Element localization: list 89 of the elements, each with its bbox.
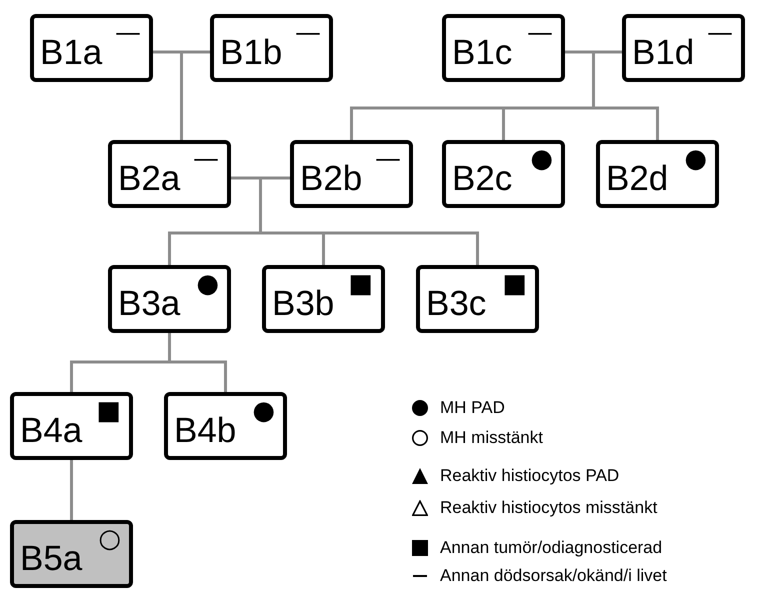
legend-text: MH misstänkt	[440, 428, 543, 448]
pedigree-line	[592, 106, 624, 110]
pedigree-line	[152, 50, 171, 54]
pedigree-line	[476, 232, 479, 266]
person-label: B1b	[220, 34, 282, 72]
pedigree-line	[288, 232, 325, 234]
pedigree-line	[70, 458, 73, 522]
status-symbol: —	[375, 144, 401, 174]
person-label: B4b	[174, 412, 236, 450]
pedigree-line	[259, 232, 292, 234]
pedigree-line	[168, 232, 183, 234]
pedigree-line	[208, 360, 227, 364]
pedigree-line	[70, 360, 73, 394]
status-symbol: ●	[196, 269, 219, 299]
person-box	[30, 14, 153, 82]
pedigree-line	[180, 232, 212, 234]
pedigree-line	[230, 176, 262, 180]
pedigree-line	[350, 106, 353, 142]
person-label: B2a	[118, 160, 180, 198]
status-symbol: ●	[530, 144, 553, 174]
person-box	[108, 265, 231, 333]
pedigree-line	[259, 176, 292, 180]
person-box	[262, 265, 385, 333]
person-box	[416, 265, 539, 333]
pedigree-line	[208, 232, 227, 234]
person-label: B3a	[118, 285, 180, 323]
status-symbol: ■	[96, 396, 121, 426]
status-symbol: —	[527, 18, 553, 48]
person-label: B5a	[20, 540, 82, 578]
legend-text: Reaktiv histiocytos PAD	[440, 466, 620, 486]
person-box	[596, 140, 719, 208]
pedigree-line	[168, 50, 183, 54]
person-label: B4a	[20, 412, 82, 450]
pedigree-line	[224, 232, 232, 234]
person-label: B2c	[452, 160, 512, 198]
legend-text: Reaktiv histiocytos misstänkt	[440, 498, 658, 518]
pedigree-line	[168, 232, 171, 266]
pedigree-line	[502, 106, 505, 142]
pedigree-line	[564, 106, 595, 110]
pedigree-line	[230, 232, 262, 234]
status-symbol: —	[193, 144, 219, 174]
pedigree-line	[180, 50, 212, 54]
pedigree-line	[152, 360, 171, 364]
person-label: B1c	[452, 34, 512, 72]
legend-text: Annan tumör/odiagnosticerad	[440, 538, 662, 558]
pedigree-line	[350, 106, 479, 110]
person-label: B1a	[40, 34, 102, 72]
legend-text: MH PAD	[440, 398, 505, 418]
status-symbol: ●	[252, 396, 275, 426]
pedigree-line	[592, 50, 624, 54]
pedigree-line	[180, 50, 183, 110]
pedigree-line	[180, 360, 212, 364]
person-label: B2d	[606, 160, 668, 198]
status-symbol: —	[115, 18, 141, 48]
pedigree-line	[476, 106, 505, 110]
person-label: B3c	[426, 285, 486, 323]
status-symbol: ■	[502, 269, 527, 299]
person-label: B2b	[300, 160, 362, 198]
pedigree-line	[656, 106, 659, 142]
legend-text: Annan dödsorsak/okänd/i livet	[440, 566, 667, 586]
status-symbol: ○	[98, 524, 121, 554]
pedigree-line	[168, 360, 183, 364]
pedigree-line	[70, 360, 154, 364]
person-box	[290, 140, 413, 208]
pedigree-line	[259, 176, 262, 234]
person-box	[10, 392, 133, 460]
status-symbol: —	[707, 18, 733, 48]
pedigree-line	[350, 232, 479, 234]
person-label: B3b	[272, 285, 334, 323]
pedigree-line	[502, 106, 566, 110]
status-symbol: ■	[348, 269, 373, 299]
pedigree-line	[322, 232, 325, 266]
person-box	[210, 14, 333, 82]
pedigree-line	[322, 232, 353, 234]
person-box	[622, 14, 745, 82]
pedigree-line	[224, 360, 227, 394]
status-symbol: —	[295, 18, 321, 48]
pedigree-line	[168, 332, 171, 364]
person-box	[164, 392, 287, 460]
pedigree-line	[180, 106, 183, 142]
pedigree-line	[564, 50, 595, 54]
person-box	[10, 520, 133, 588]
person-box	[442, 140, 565, 208]
person-box	[442, 14, 565, 82]
status-symbol: ●	[684, 144, 707, 174]
person-box	[108, 140, 231, 208]
pedigree-line	[592, 50, 595, 110]
person-label: B1d	[632, 34, 694, 72]
pedigree-line	[620, 106, 659, 110]
